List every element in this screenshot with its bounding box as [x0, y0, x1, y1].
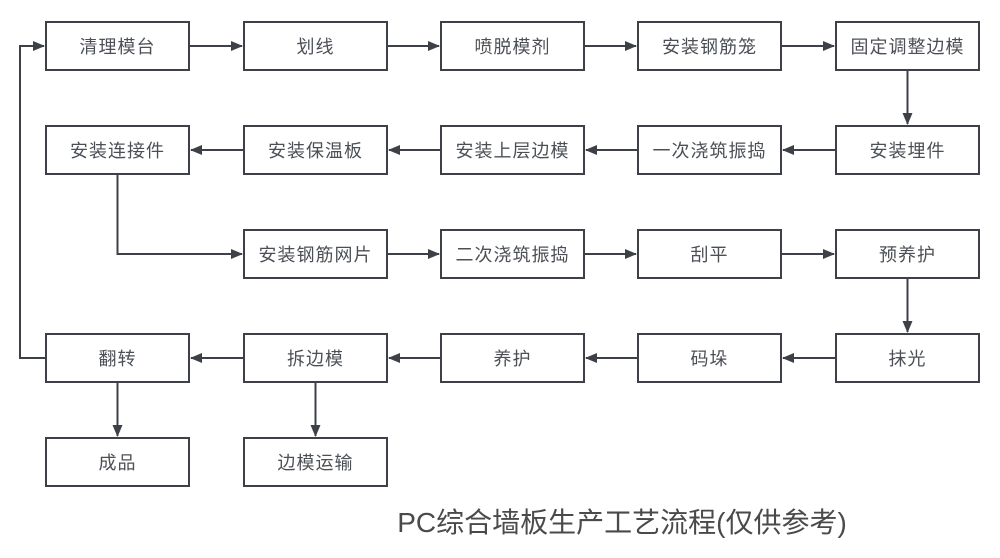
flow-node-side-form-transport: 边模运输: [243, 437, 388, 487]
flow-node-spray-release-agent: 喷脱模剂: [440, 21, 585, 71]
diagram-caption: PC综合墙板生产工艺流程(仅供参考): [397, 507, 847, 538]
flow-node-flipping: 翻转: [45, 333, 190, 383]
flow-node-install-connectors: 安装连接件: [45, 125, 190, 175]
edge-flipping-to-clean-pallet: [19, 41, 45, 359]
flow-node-curing: 养护: [440, 333, 585, 383]
flow-node-remove-side-forms: 拆边模: [243, 333, 388, 383]
flow-node-marking: 划线: [243, 21, 388, 71]
flow-node-troweling: 抹光: [835, 333, 980, 383]
flow-node-fix-adjust-side-forms: 固定调整边模: [835, 21, 980, 71]
edge-install-connectors-to-install-rebar-mesh: [116, 175, 243, 259]
flow-node-finished-product: 成品: [45, 437, 190, 487]
flow-node-second-pour-vibrate: 二次浇筑振捣: [440, 229, 585, 279]
flow-node-install-insulation-board: 安装保温板: [243, 125, 388, 175]
flow-node-install-embeds: 安装埋件: [835, 125, 980, 175]
flow-node-first-pour-vibrate: 一次浇筑振捣: [637, 125, 782, 175]
flow-node-install-rebar-mesh: 安装钢筋网片: [243, 229, 388, 279]
flow-node-stacking: 码垛: [637, 333, 782, 383]
flow-node-install-rebar-cage: 安装钢筋笼: [637, 21, 782, 71]
flow-node-screeding: 刮平: [637, 229, 782, 279]
flow-node-pre-curing: 预养护: [835, 229, 980, 279]
flow-node-clean-pallet: 清理模台: [45, 21, 190, 71]
flow-node-install-upper-side-forms: 安装上层边模: [440, 125, 585, 175]
